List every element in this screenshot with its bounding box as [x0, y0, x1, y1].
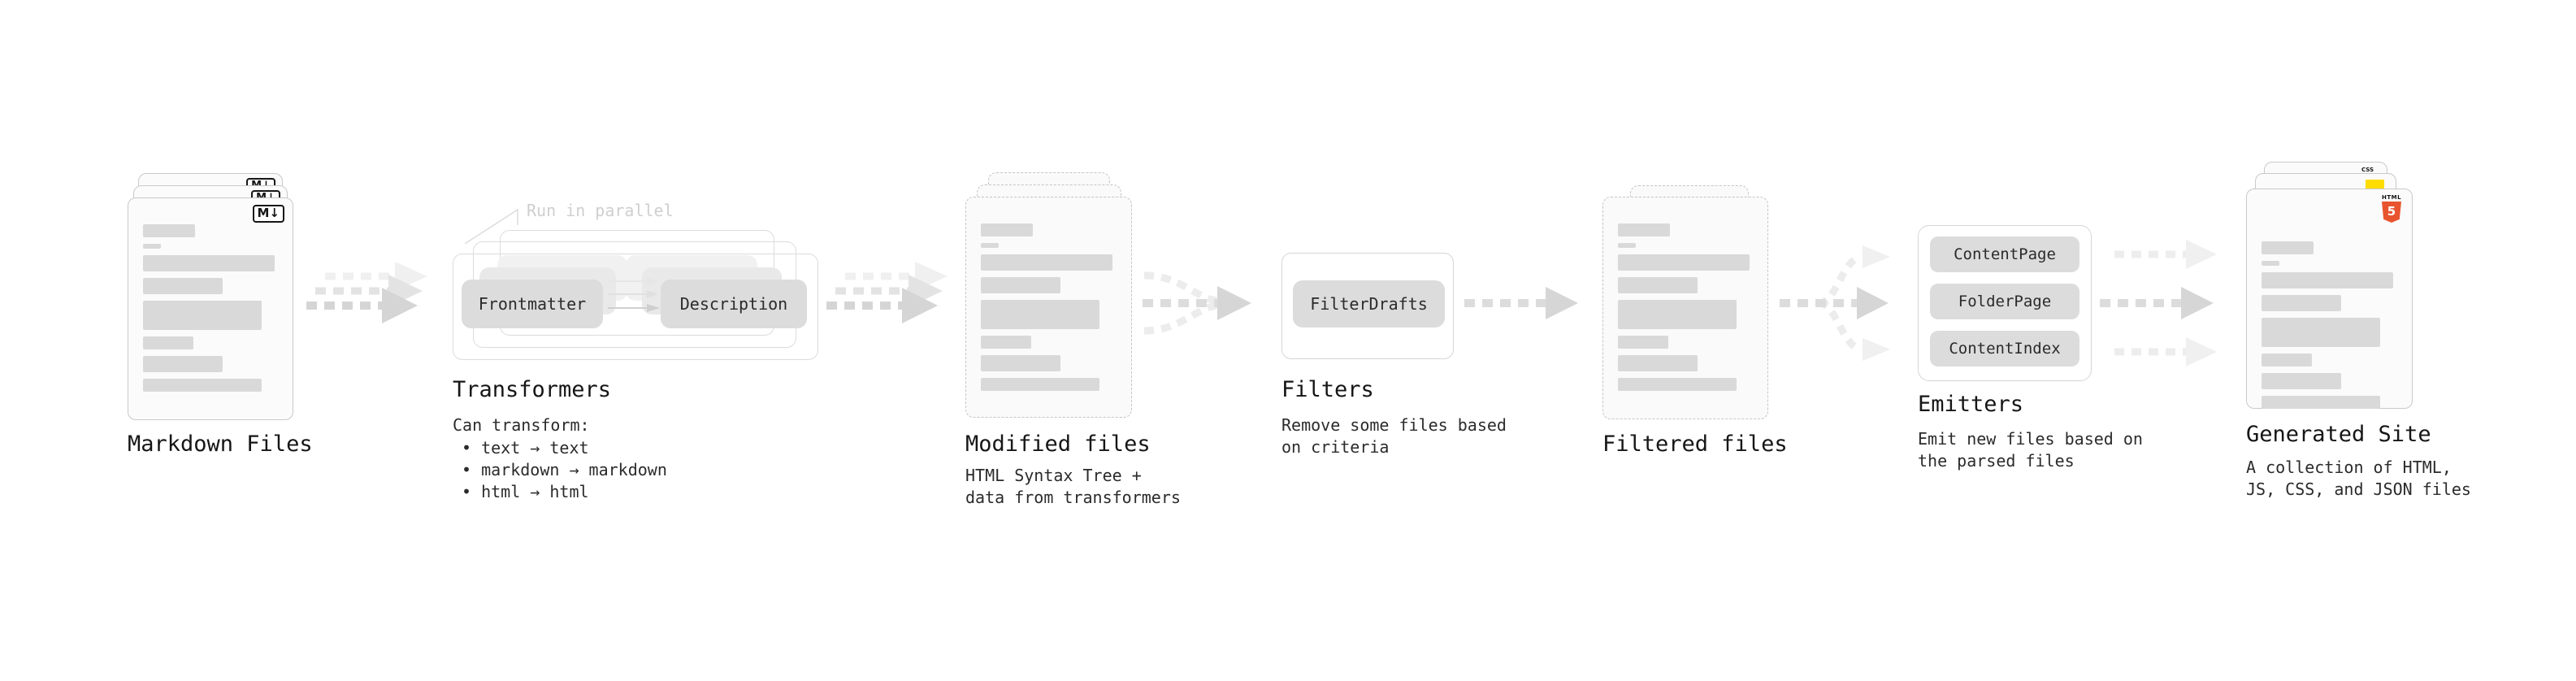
- emitters-title: Emitters: [1918, 392, 2024, 417]
- filtered-files-label: Filtered files: [1602, 432, 1788, 457]
- generated-site-desc: A collection of HTML,: [2246, 458, 2452, 477]
- transformers-bullet: • markdown → markdown: [462, 460, 667, 479]
- transformers-desc-heading: Can transform:: [453, 415, 590, 435]
- modified-file-card-front: [965, 197, 1132, 418]
- flow-arrow-markdown-to-transformers: [306, 262, 427, 323]
- filtered-file-card-front: [1602, 197, 1768, 419]
- emitters-desc: Emit new files based on: [1918, 429, 2143, 449]
- flow-arrow-emitter-top: [2114, 240, 2217, 269]
- document-content-placeholder: [981, 223, 1112, 397]
- html5-icon: HTML 5: [2381, 194, 2402, 223]
- run-in-parallel-annotation: Run in parallel: [527, 201, 674, 220]
- markdown-icon: M↓: [252, 205, 284, 223]
- filters-desc: on criteria: [1281, 437, 1390, 457]
- flow-arrow-filtered-to-emitters-diverge: [1780, 245, 1890, 361]
- folderpage-pill: FolderPage: [1930, 284, 2079, 319]
- transformers-bullet: • text → text: [462, 438, 589, 458]
- modified-files-label: Modified files: [965, 432, 1151, 457]
- transform-step-arrows: [608, 277, 660, 312]
- transformer-frame-front: [453, 254, 818, 360]
- document-content-placeholder: [2262, 241, 2393, 415]
- filters-title: Filters: [1281, 377, 1374, 402]
- generated-site-card-html: HTML 5: [2246, 189, 2413, 409]
- filters-desc: Remove some files based: [1281, 415, 1507, 435]
- js-icon: [2366, 180, 2384, 189]
- flow-arrow-emitter-middle: [2100, 287, 2214, 319]
- generated-site-desc: JS, CSS, and JSON files: [2246, 479, 2471, 499]
- contentindex-pill: ContentIndex: [1930, 331, 2079, 367]
- transformers-bullet: • html → html: [462, 482, 589, 501]
- markdown-files-label: Markdown Files: [128, 432, 313, 457]
- html5-word: HTML: [2381, 194, 2402, 201]
- flow-arrow-modified-to-filters-converge: [1143, 271, 1251, 335]
- contentpage-pill: ContentPage: [1930, 236, 2079, 272]
- document-content-placeholder: [1618, 223, 1750, 397]
- document-content-placeholder: [143, 224, 275, 398]
- modified-files-desc: data from transformers: [965, 488, 1181, 507]
- modified-files-desc: HTML Syntax Tree +: [965, 466, 1142, 485]
- description-pill: Description: [661, 280, 807, 328]
- generated-site-label: Generated Site: [2246, 422, 2431, 447]
- filterdrafts-pill: FilterDrafts: [1293, 280, 1445, 327]
- flow-arrow-emitter-bottom: [2114, 337, 2217, 367]
- callout-line: [464, 208, 518, 245]
- emitters-desc: the parsed files: [1918, 451, 2075, 471]
- transformers-title: Transformers: [453, 377, 612, 402]
- markdown-file-card-front: M↓: [128, 197, 293, 420]
- flow-arrow-transformers-to-modified: [826, 262, 948, 323]
- frontmatter-pill: Frontmatter: [462, 280, 603, 328]
- flow-arrow-filters-to-filtered: [1464, 287, 1578, 319]
- html5-shield: 5: [2382, 202, 2401, 223]
